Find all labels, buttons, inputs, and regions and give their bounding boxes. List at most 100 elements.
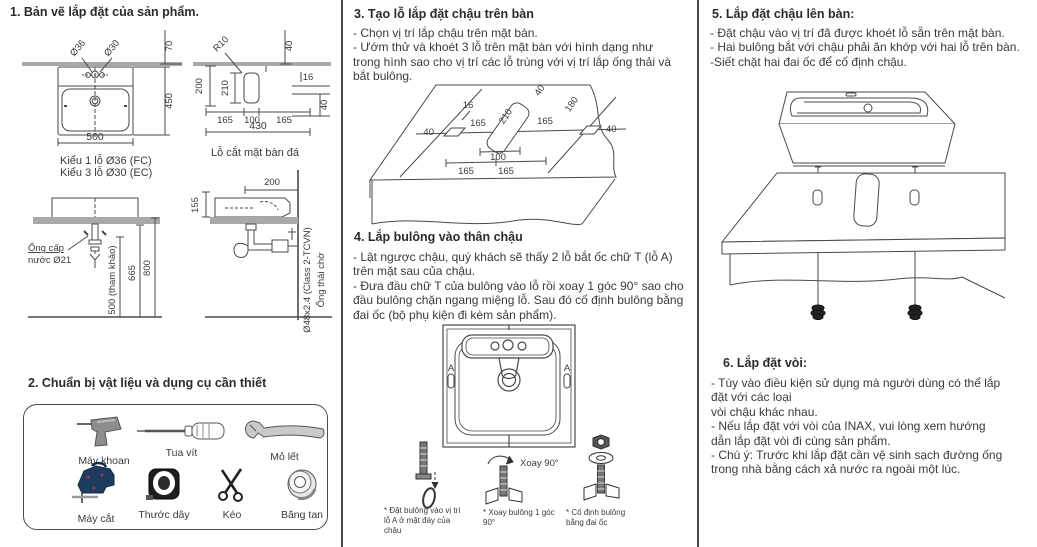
dim-40-top: 40: [284, 41, 295, 52]
bolt-step2: Xoay 90°: [485, 455, 559, 505]
dim-16: 16: [303, 72, 314, 83]
text-line: trong nhà bằng cách xả nước ra ngoài một…: [711, 462, 961, 477]
wrench-icon: [244, 420, 324, 439]
text-line: - Tùy vào điều kiện sử dụng mà người dùn…: [711, 376, 1001, 390]
dim-165-left: 165: [217, 115, 233, 126]
dim-430: 430: [249, 120, 267, 132]
bolt-step3-caption: * Cố định bulông bằng đai ốc: [566, 508, 626, 527]
dim-200: 200: [194, 78, 205, 94]
faucet-hole: [863, 103, 873, 113]
section3-text: - Chọn vị trí lắp chậu trên mặt bàn. - Ư…: [353, 26, 671, 84]
column-divider-2: [697, 0, 699, 547]
text-line: - Chú ý: Trước khi lắp đặt cần vệ sinh s…: [711, 448, 1003, 463]
tool-tape-measure: Thước dây: [124, 467, 204, 521]
counter-bar-front: [33, 217, 160, 224]
text-line: - Đưa đầu chữ T của bulông vào lỗ rồi xo…: [353, 278, 684, 293]
tool-label: Tua vít: [165, 447, 198, 459]
section4-text: - Lật ngược chậu, quý khách sẽ thấy 2 lỗ…: [353, 250, 684, 322]
tape-measure-icon: [146, 468, 180, 500]
bolt-slot-right: [909, 189, 920, 206]
t-slot-left: [447, 373, 455, 389]
tool-scissors: Kéo: [202, 467, 262, 521]
dim-40-right: 40: [319, 100, 330, 111]
text-line: - Đặt chậu vào vị trí đã được khoét lỗ s…: [710, 26, 1005, 40]
caption-type-ec: Kiểu 3 lỗ Ø30 (EC): [60, 166, 152, 179]
jigsaw-icon: [72, 461, 115, 503]
section4-title: 4. Lắp bulông vào thân chậu: [354, 230, 523, 244]
section5-diagram: [720, 91, 1006, 321]
dim-165-b: 165: [537, 116, 553, 127]
drill-icon: [77, 416, 122, 447]
caption-cut-hole: Lỗ cắt mặt bàn đá: [211, 146, 300, 159]
drain-hole: [89, 95, 101, 107]
drain-cut-hole: [853, 173, 880, 227]
scissors-icon: [218, 468, 243, 502]
slot-a-hole: [422, 487, 436, 509]
bolt-slot-left: [812, 189, 823, 206]
text-line: đai ốc (bộ phụ kiện đi kèm sản phẩm).: [353, 307, 557, 322]
text-line: đầu bulông chặn ngang miệng lỗ. Sau đó c…: [353, 293, 684, 308]
dim-165-d: 165: [498, 166, 514, 177]
text-line: dẫn lắp đặt vòi đi cùng sản phẩm.: [711, 433, 891, 448]
washer: [588, 452, 614, 464]
thread-tape-icon: [287, 469, 317, 500]
dim-165-right: 165: [276, 115, 292, 126]
basin-body: [778, 123, 956, 164]
screwdriver-icon: [136, 422, 224, 440]
supply-label-2: nước Ø21: [28, 255, 71, 266]
bolt-step1: [415, 441, 439, 509]
waste-outlet: [271, 239, 289, 253]
tool-label: Máy khoan: [78, 455, 130, 467]
counter-edge-bar-2: [193, 62, 331, 66]
dim-165-c: 165: [458, 166, 474, 177]
text-line: - Hai bulông bắt với chậu phải ăn khớp v…: [710, 40, 1020, 55]
dim-40-right: 40: [606, 124, 617, 135]
countertop-front-edge: [721, 237, 1006, 255]
tool-wrench: Mỏ lết: [242, 419, 327, 463]
bolt-step3: [583, 434, 620, 501]
text-line: - Ướm thử và khoét 3 lỗ trên mặt bàn với…: [353, 40, 654, 55]
section4-basin-underside: A A: [442, 324, 576, 448]
column-divider-1: [341, 0, 343, 547]
dim-100: 100: [490, 152, 506, 163]
tools-box: Máy khoan Tua vít Mỏ lết: [23, 404, 328, 530]
dim-155: 155: [190, 197, 201, 213]
tool-screwdriver: Tua vít: [134, 421, 229, 459]
drain-cut-hole: [486, 102, 530, 154]
dim-500-ref: 500 (tham khảo): [107, 245, 118, 314]
text-line: - Lật ngược chậu, quý khách sẽ thấy 2 lỗ…: [353, 250, 673, 264]
supply-label-1: Ống cấp: [28, 242, 64, 254]
tool-thread-tape: Băng tan: [262, 467, 342, 521]
text-line: - Chọn vị trí lắp chậu trên mặt bàn.: [353, 26, 538, 40]
tool-label: Thước dây: [138, 509, 190, 521]
dim-210: 210: [220, 80, 231, 96]
dim-70: 70: [164, 41, 175, 52]
dim-450: 450: [164, 93, 175, 109]
t-slot-right: [563, 373, 571, 389]
dim-40-left: 40: [423, 127, 434, 138]
tool-label: Máy cắt: [77, 513, 115, 525]
waste-pipe-label: Ống thải chờ: [315, 253, 327, 308]
dim-40-top: 40: [532, 83, 547, 98]
rotate-90-label: Xoay 90°: [520, 458, 559, 469]
countertop-front-wave: [371, 218, 583, 225]
bolt-step1-caption: * Đặt bulông vào vị trí lỗ A ở mặt đáy c…: [384, 506, 461, 535]
hole-a-label-right: A: [564, 363, 571, 374]
section1-drawings: Ø36 Ø30 70 450 500 Kiểu 1 lỗ Ø36 (FC) Ki…: [22, 30, 332, 333]
dim-165-a: 165: [470, 118, 486, 129]
section5-title: 5. Lắp đặt chậu lên bàn:: [712, 7, 855, 21]
text-line: đặt với các loại: [711, 390, 792, 405]
section3-title: 3. Tạo lỗ lắp đặt chậu trên bàn: [354, 7, 534, 21]
dim-dia30: Ø30: [102, 38, 122, 59]
bolt-slot-left: [442, 127, 467, 137]
counter-bar-side: [210, 217, 298, 224]
drain-tongue: [498, 357, 520, 380]
dim-200-side: 200: [264, 177, 280, 188]
caption-type-fc: Kiểu 1 lỗ Ø36 (FC): [60, 154, 152, 167]
section1-title: 1. Bản vẽ lắp đặt của sản phẩm.: [10, 5, 199, 19]
tool-jigsaw: Máy cắt: [56, 461, 136, 525]
text-line: - Nếu lắp đặt với vòi của INAX, vui lòng…: [711, 419, 986, 434]
text-line: trong hình sao cho vị trí các lỗ trùng v…: [353, 54, 672, 69]
tool-label: Băng tan: [280, 509, 324, 521]
